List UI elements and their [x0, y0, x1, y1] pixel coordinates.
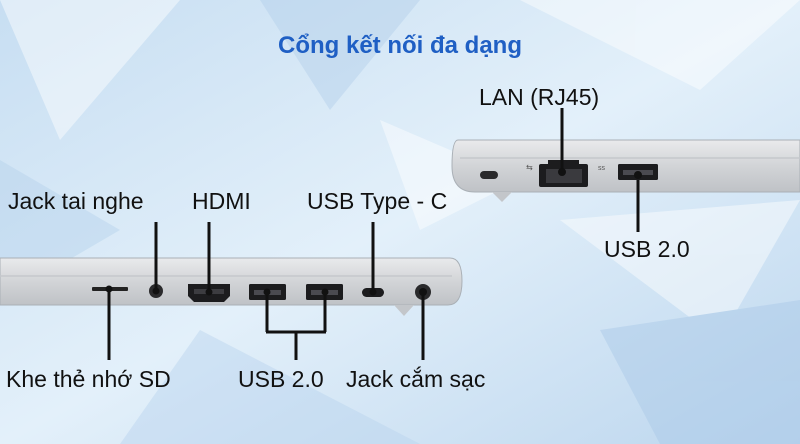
label-headphone: Jack tai nghe [8, 188, 144, 214]
label-sd: Khe thẻ nhớ SD [6, 366, 171, 392]
label-lan: LAN (RJ45) [479, 84, 600, 110]
svg-text:ss: ss [598, 165, 606, 172]
label-usb-left: USB 2.0 [238, 366, 324, 392]
pointer-dots [105, 168, 642, 296]
label-power: Jack cắm sạc [346, 366, 486, 392]
svg-text:⇆: ⇆ [526, 163, 533, 172]
page-title: Cổng kết nối đa dạng [278, 32, 522, 59]
label-usb-right: USB 2.0 [604, 236, 690, 262]
pointer-lines [107, 108, 640, 360]
lock-slot [480, 171, 498, 179]
label-usb-c: USB Type - C [307, 188, 448, 214]
label-hdmi: HDMI [192, 188, 251, 214]
